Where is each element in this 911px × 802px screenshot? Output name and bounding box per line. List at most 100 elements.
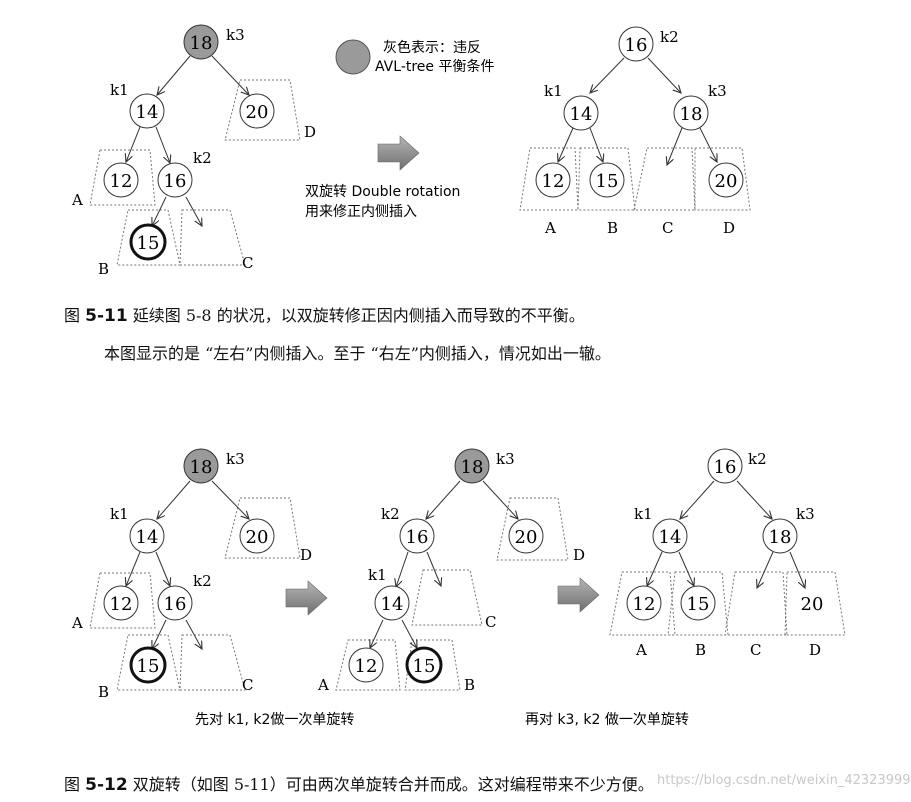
fig2-tree3: 16 k2 14 k1 18 k3 12 15 20 A B C D <box>609 448 846 659</box>
caption-text-line2: 本图显示的是 “左右”内侧插入。至于 “右左”内侧插入，情况如出一辙。 <box>104 344 611 363</box>
edge <box>426 551 441 586</box>
edge <box>667 127 683 165</box>
caption-text: 延续图 5-8 的状况，以双旋转修正因内侧插入而导致的不平衡。 <box>132 306 585 325</box>
node-15 <box>589 162 625 198</box>
subtree-label: D <box>304 123 316 141</box>
node-tag: k2 <box>748 450 767 468</box>
edge <box>736 480 772 519</box>
edge <box>680 480 715 519</box>
edge <box>152 619 167 649</box>
node-label: 16 <box>164 594 187 615</box>
legend-gray-circle-icon <box>335 39 371 75</box>
node-16 <box>618 26 654 62</box>
subtree-C <box>411 569 483 626</box>
node-label: 18 <box>190 33 213 54</box>
node-20 <box>239 518 275 554</box>
node-label: 12 <box>110 171 133 192</box>
arrow-text-line2: 用来修正内侧插入 <box>305 204 417 220</box>
subtree-label: D <box>573 546 585 564</box>
subtree-D <box>224 79 301 141</box>
node-label: 20 <box>246 102 269 123</box>
node-label: 18 <box>461 457 484 478</box>
subtree-label: A <box>71 614 83 632</box>
step2-text: 再对 k3, k2 做一次单旋转 <box>525 712 689 728</box>
node-14 <box>652 518 688 554</box>
subtree-C <box>633 147 696 211</box>
node-18 <box>762 518 798 554</box>
node-label: 14 <box>381 594 404 615</box>
subtree-label: C <box>662 219 673 237</box>
edge <box>185 196 202 226</box>
node-12 <box>103 162 139 198</box>
node-label: 18 <box>680 104 703 125</box>
node-label: 20 <box>515 527 538 548</box>
edge <box>157 55 191 95</box>
node-label: 16 <box>164 171 187 192</box>
figure-5-11-caption-line2: 本图显示的是 “左右”内侧插入。至于 “右左”内侧插入，情况如出一辙。 <box>104 340 611 364</box>
node-tag: k3 <box>226 450 245 468</box>
node-tag: k3 <box>226 26 245 44</box>
subtree-D <box>496 497 569 561</box>
edge <box>211 480 249 519</box>
right-arrow-icon <box>285 580 328 616</box>
node-label: 15 <box>413 656 436 677</box>
subtree-label: D <box>723 219 735 237</box>
edge <box>126 551 141 586</box>
node-label: 12 <box>110 594 133 615</box>
caption-number: 5-12 <box>85 775 128 795</box>
node-label: 20 <box>715 171 738 192</box>
node-16 <box>157 585 193 621</box>
fig2-tree2: 18 k3 16 k2 20 14 k1 12 15 A B C D <box>317 448 585 694</box>
node-12 <box>103 585 139 621</box>
edge <box>152 196 167 226</box>
edge <box>211 55 249 95</box>
subtree-label: D <box>300 546 312 564</box>
node-14 <box>374 585 410 621</box>
node-tag: k1 <box>544 82 563 100</box>
edge <box>482 480 518 519</box>
node-12 <box>535 162 571 198</box>
edge <box>647 57 681 93</box>
subtree-label: A <box>544 219 556 237</box>
edge <box>155 126 170 163</box>
subtree-C <box>179 634 246 691</box>
subtree-label: C <box>750 641 761 659</box>
node-label: 20 <box>246 527 269 548</box>
edge <box>647 551 663 586</box>
right-arrow-icon <box>557 577 600 613</box>
node-14 <box>129 518 165 554</box>
subtree-label: A <box>71 191 83 209</box>
arrow-text-line1: 双旋转 Double rotation <box>305 184 460 200</box>
node-label: 16 <box>714 457 737 478</box>
edge <box>185 619 202 649</box>
subtree-B <box>116 634 181 691</box>
subtree-label: C <box>242 254 253 272</box>
node-18-gray <box>183 448 219 484</box>
node-20 <box>708 162 744 198</box>
node-tag: k1 <box>634 505 653 523</box>
subtree-A <box>609 571 676 636</box>
edge <box>590 57 625 93</box>
fig1-before-tree: 18 k3 14 k1 20 12 16 k2 15 A B C D <box>71 24 316 278</box>
subtree-label: B <box>98 260 109 278</box>
node-20 <box>239 93 275 129</box>
node-tag: k1 <box>368 566 387 584</box>
node-16 <box>399 518 435 554</box>
node-15-bold <box>129 223 167 261</box>
edge <box>396 551 409 587</box>
node-label: 14 <box>570 104 593 125</box>
node-label: 18 <box>769 527 792 548</box>
node-15 <box>680 585 716 621</box>
node-16 <box>157 162 193 198</box>
figure-5-12-caption: 图 5-12 双旋转（如图 5-11）可由两次单旋转合并而成。这对编程带来不少方… <box>64 771 654 795</box>
subtree-D <box>224 497 301 559</box>
subtree-C <box>724 571 788 636</box>
node-label: 15 <box>687 594 710 615</box>
node-tag: k2 <box>660 28 679 46</box>
node-label: 14 <box>136 102 159 123</box>
edge <box>370 619 384 648</box>
node-label: 16 <box>406 527 429 548</box>
subtree-A <box>519 147 579 211</box>
node-tag: k1 <box>110 505 129 523</box>
